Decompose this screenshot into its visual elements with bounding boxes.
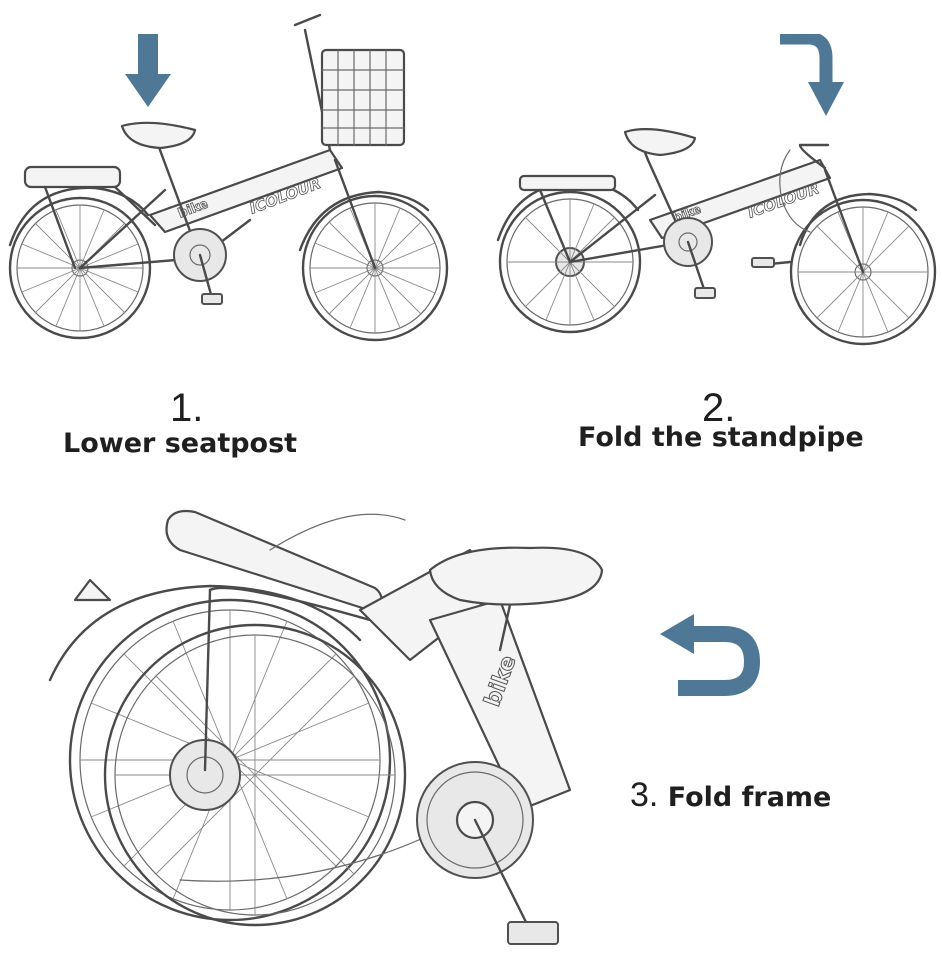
arrow-turn-down-icon	[780, 34, 844, 116]
step-2-panel: ICOLOUR bike 2. Fold the standpipe	[470, 0, 942, 470]
step-1-label: Lower seatpost	[63, 428, 298, 459]
step-1-panel: ICOLOUR bike 1. Lower seatpost	[0, 0, 470, 470]
front-wheel	[103, 623, 407, 927]
step-3-label: 3. Fold frame	[630, 778, 831, 812]
arrow-u-turn-left-icon	[660, 614, 761, 696]
fully-folded-bike-illustration: bike	[48, 509, 604, 945]
step-3-panel: bike 3. Fold frame	[0, 490, 942, 968]
step-1-number: 1.	[170, 386, 204, 430]
step-3-number: 3.	[630, 776, 659, 814]
arrow-down-icon	[125, 34, 171, 107]
unfolded-bike-illustration: ICOLOUR bike	[8, 13, 449, 342]
step-2-label: Fold the standpipe	[578, 422, 864, 453]
step-3-text: Fold frame	[667, 782, 832, 813]
step-2-number: 2.	[702, 386, 736, 430]
standpipe-folded-bike-illustration: ICOLOUR bike	[496, 128, 937, 346]
